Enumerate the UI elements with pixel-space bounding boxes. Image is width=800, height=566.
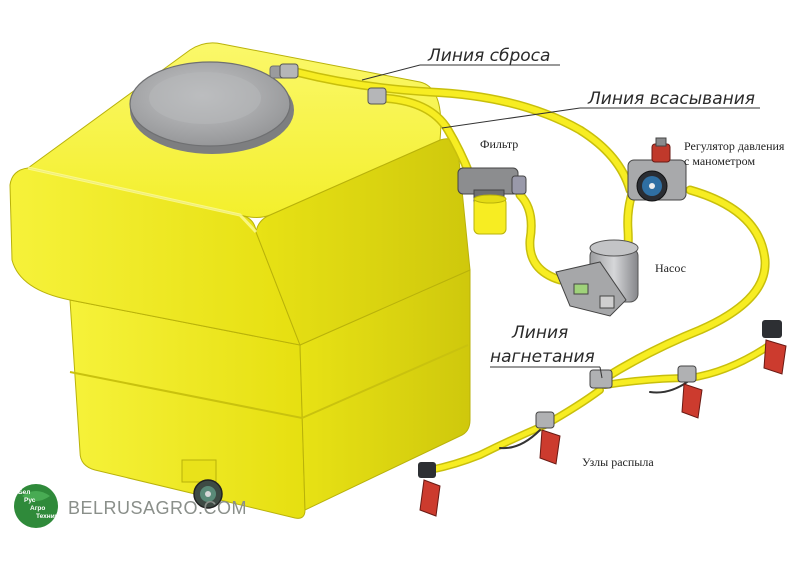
label-drain-line: Линия сброса [427,46,550,66]
nozzle-2 [535,411,561,465]
tank [9,42,471,519]
tank-fittings [279,63,387,105]
watermark-logo: Бел Рус Агро Техника [14,484,62,528]
label-suction-line: Линия всасывания [587,89,755,109]
drain-valve [181,459,223,509]
hoses [291,67,774,474]
label-pressure-line-1: Линия [511,323,568,343]
label-pump: Насос [655,261,686,275]
pressure-regulator [627,137,687,202]
logo-line-1: Бел [18,489,30,496]
label-regulator-1: Регулятор давления [684,139,785,153]
label-filter: Фильтр [480,137,518,151]
filler-lid [129,61,297,154]
nozzle-4 [677,365,703,419]
logo-line-2: Рус [24,497,36,504]
filter [457,167,527,235]
watermark-site: BELRUSAGRO.COM [68,498,247,518]
nozzle-1 [418,462,441,517]
label-regulator-2: с манометром [684,154,755,168]
leader-lines [361,64,760,379]
nozzle-assemblies [418,320,787,517]
label-pressure-line-2: нагнетания [490,347,595,367]
logo-line-3: Агро [30,505,45,512]
label-nozzles: Узлы распыла [582,455,654,469]
logo-line-4: Техника [36,513,62,520]
nozzle-5 [762,320,787,375]
pump [555,239,639,317]
